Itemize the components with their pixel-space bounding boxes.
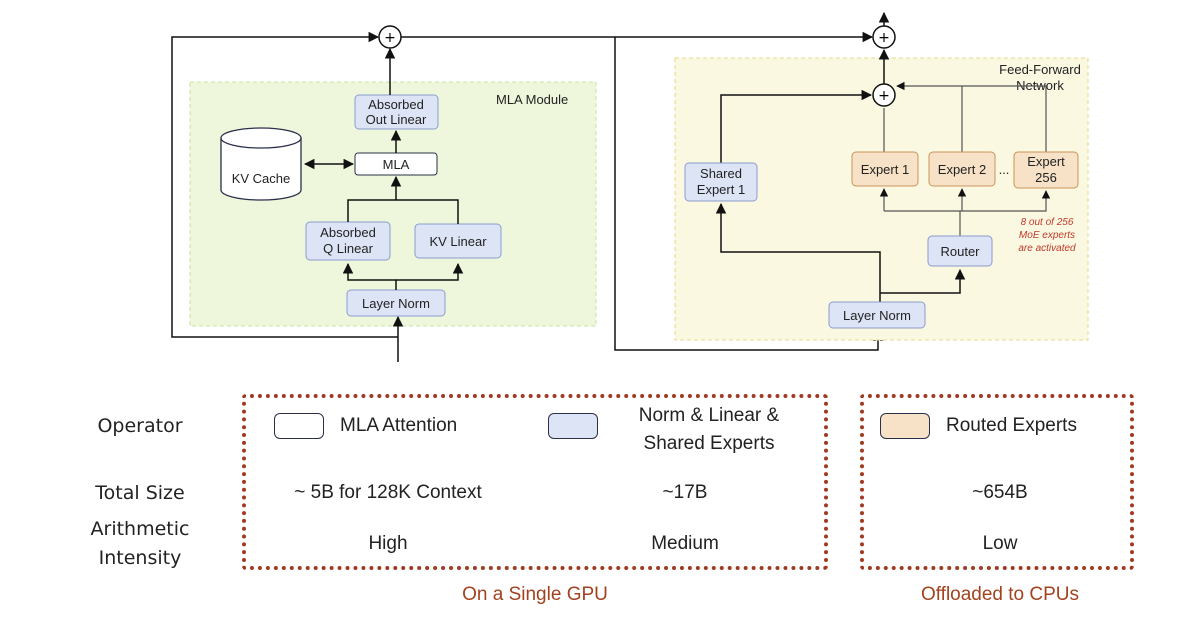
svg-text:Absorbed: Absorbed <box>368 97 424 112</box>
architecture-diagram: MLA Module Layer Norm Absorbed Q Linear … <box>171 11 1089 362</box>
svg-text:Q Linear: Q Linear <box>323 241 374 256</box>
svg-text:Absorbed: Absorbed <box>320 225 376 240</box>
cpu-group-box <box>860 394 1134 570</box>
gpu-group-box <box>242 394 828 570</box>
mla-layer-norm-box: Layer Norm <box>346 289 446 317</box>
svg-text:Expert 2: Expert 2 <box>938 162 986 177</box>
mla-residual-line <box>171 31 398 338</box>
mla-split-line <box>342 262 397 290</box>
svg-text:Expert 1: Expert 1 <box>697 182 745 197</box>
svg-text:Expert: Expert <box>1027 154 1065 169</box>
svg-text:KV Cache: KV Cache <box>232 171 291 186</box>
routed-experts-label: Routed Experts <box>946 415 1077 436</box>
svg-text:Shared: Shared <box>700 166 742 181</box>
shared-expert-box: Shared Expert 1 <box>684 162 758 202</box>
svg-text:are activated: are activated <box>1018 243 1076 254</box>
row-label-operator: Operator <box>97 415 183 437</box>
kv-linear-box: KV Linear <box>414 223 502 259</box>
svg-text:Out Linear: Out Linear <box>366 112 427 127</box>
svg-text:KV Linear: KV Linear <box>429 234 487 249</box>
svg-text:+: + <box>878 30 890 46</box>
shared-expert-to-add <box>720 89 873 163</box>
expert-256-box: Expert 256 <box>1013 151 1079 189</box>
svg-text:+: + <box>384 30 396 46</box>
norm-linear-label-line1: Norm & Linear & <box>638 405 780 426</box>
router-fanout <box>884 190 1051 212</box>
expert-2-box: Expert 2 <box>928 151 996 187</box>
mla-split-line-kv <box>396 262 464 281</box>
svg-text:Router: Router <box>940 244 980 259</box>
svg-text:MLA: MLA <box>383 157 410 172</box>
norm-linear-swatch <box>548 413 598 439</box>
activation-note: 8 out of 256 MoE experts are activated <box>1018 217 1076 254</box>
mla-merge-line <box>347 199 459 224</box>
svg-text:Layer Norm: Layer Norm <box>843 308 911 323</box>
norm-linear-intensity: Medium <box>651 533 719 554</box>
svg-text:8 out of 256: 8 out of 256 <box>1021 217 1074 228</box>
layernorm-to-router <box>880 268 966 294</box>
kv-cache-cylinder: KV Cache <box>220 127 302 201</box>
ffn-output-add-node: + <box>872 25 896 49</box>
norm-linear-label-line2: Shared Experts <box>643 433 775 454</box>
norm-linear-size: ~17B <box>662 482 708 503</box>
cpu-location-label: Offloaded to CPUs <box>920 584 1080 605</box>
mla-box: MLA <box>354 152 438 176</box>
routed-experts-size: ~654B <box>972 482 1028 503</box>
absorbed-q-linear-box: Absorbed Q Linear <box>305 221 391 261</box>
svg-text:256: 256 <box>1035 170 1057 185</box>
svg-text:+: + <box>878 88 890 104</box>
ffn-inner-add-node: + <box>872 83 896 107</box>
svg-text:Layer Norm: Layer Norm <box>362 296 430 311</box>
ffn-layer-norm-box: Layer Norm <box>828 301 926 329</box>
routed-experts-intensity: Low <box>982 533 1018 554</box>
routed-experts-swatch <box>880 413 930 439</box>
mla-add-node: + <box>378 25 402 49</box>
expert-1-box: Expert 1 <box>851 151 919 187</box>
row-label-arithmetic: Arithmetic <box>90 518 190 540</box>
expert-ellipsis: ... <box>999 162 1010 177</box>
ffn-module-label: Feed-Forward <box>999 62 1081 77</box>
layernorm-to-shared <box>715 202 881 302</box>
mla-attention-label: MLA Attention <box>340 415 458 436</box>
router-box: Router <box>927 235 993 267</box>
mla-module-label: MLA Module <box>496 92 568 107</box>
experts-to-add <box>896 81 1047 152</box>
row-label-total-size: Total Size <box>95 482 185 504</box>
svg-text:MoE experts: MoE experts <box>1019 230 1075 241</box>
mla-attention-intensity: High <box>368 533 408 554</box>
svg-text:Expert 1: Expert 1 <box>861 162 909 177</box>
mla-attention-swatch <box>274 413 324 439</box>
row-label-intensity: Intensity <box>98 547 182 569</box>
absorbed-out-linear-box: Absorbed Out Linear <box>354 94 439 130</box>
gpu-location-label: On a Single GPU <box>462 584 608 605</box>
mla-attention-size: ~ 5B for 128K Context <box>294 482 482 503</box>
